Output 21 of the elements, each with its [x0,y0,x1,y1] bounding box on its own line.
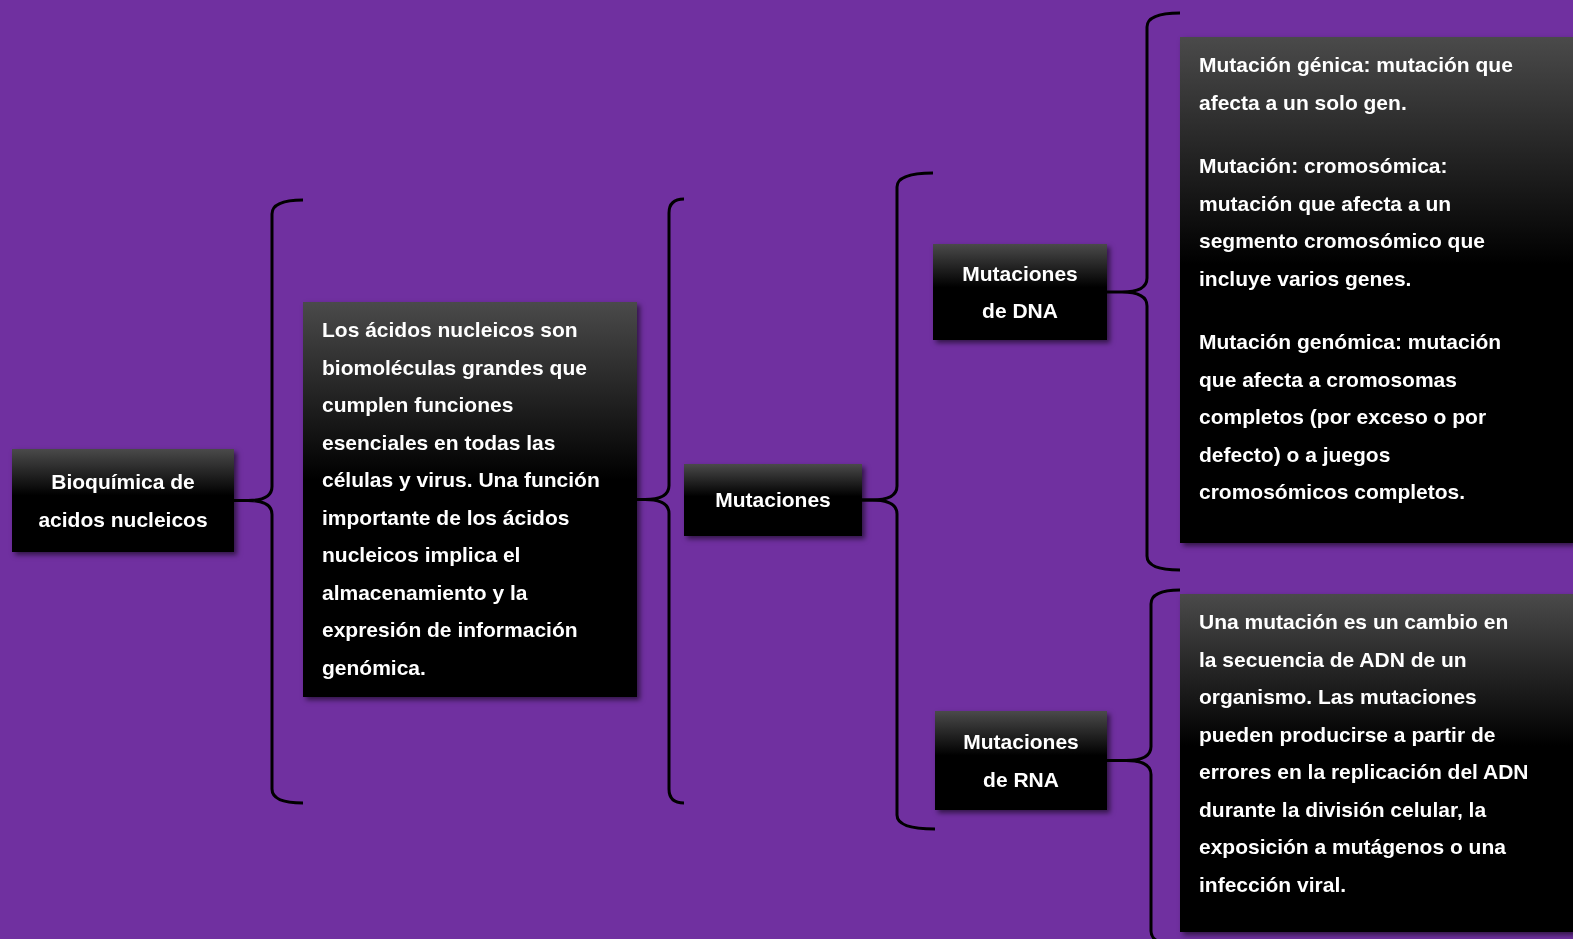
text-box [684,464,862,536]
node-text: Mutaciones [714,487,832,514]
brace-connector [636,197,686,805]
node-text: Bioquímica de acidos nucleicos [37,469,209,533]
brace-connector [234,198,305,805]
text-box [935,711,1107,810]
text-box [1180,594,1573,932]
text-box [303,302,637,697]
brace-connector [1107,11,1182,572]
node-text: Mutaciones de DNA [961,260,1079,324]
node-text: Mutaciones de RNA [962,729,1080,793]
node-text: Una mutación es un cambio en la secuencia de ADN de un organismo. Las mutaciones pueden producirse a partir de errores en la replicación del ADN durante la división celular, la exposición a mutágenos o una infección viral. [1199,609,1529,898]
node-text: Los ácidos nucleicos son biomoléculas grandes que cumplen funciones esenciales en todas las células y virus. Una función importante de los ácidos nucleicos implica el almacenamiento y la expresión de información genómica. [322,317,601,681]
text-box [1180,37,1573,543]
text-box [933,244,1107,340]
text-box [12,449,234,552]
node-text: Mutación génica: mutación que afecta a un solo gen. [1199,52,1514,116]
node-text: Mutación: cromosómica: mutación que afecta a un segmento cromosómico que incluye varios genes. [1199,153,1486,292]
node-text: Mutación genómica: mutación que afecta a cromosomas completos (por exceso o por defecto) o a juegos cromosómicos completos. [1199,329,1503,505]
brace-connector [1107,588,1182,939]
brace-connector [862,498,937,831]
